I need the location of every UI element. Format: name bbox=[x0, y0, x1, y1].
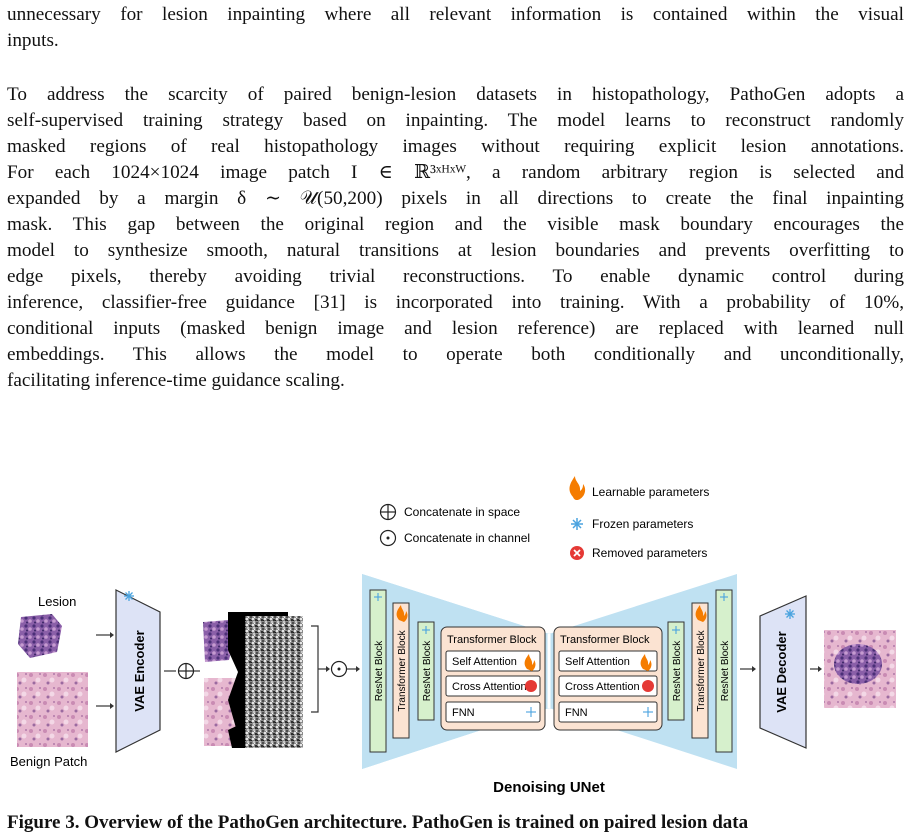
snowflake-icon bbox=[422, 626, 430, 634]
benign-patch-label: Benign Patch bbox=[10, 754, 87, 769]
removed-icon bbox=[642, 680, 654, 692]
fnn-label: FNN bbox=[565, 707, 588, 719]
snowflake-icon bbox=[672, 626, 680, 634]
vae-decoder-label: VAE Decoder bbox=[774, 631, 789, 712]
concat-channel-icon bbox=[330, 660, 348, 678]
removed-icon bbox=[525, 680, 537, 692]
text-line: mask. This gap between the original regi… bbox=[7, 214, 904, 235]
figure-caption: Figure 3. Overview of the PathoGen archi… bbox=[7, 812, 749, 832]
transformer-block: Transformer Block bbox=[392, 602, 410, 739]
text-line: facilitating inference-time guidance sca… bbox=[7, 370, 345, 391]
fnn-label: FNN bbox=[452, 707, 475, 719]
legend-concat-channel: Concatenate in channel bbox=[404, 531, 530, 545]
snowflake-icon bbox=[124, 591, 134, 601]
self-attention-label: Self Attention bbox=[565, 656, 630, 668]
self-attention-label: Self Attention bbox=[452, 656, 517, 668]
flame-icon bbox=[695, 605, 707, 622]
snowflake-icon bbox=[374, 593, 382, 601]
legend-frozen: Frozen parameters bbox=[592, 517, 693, 531]
svg-text:ResNet Block: ResNet Block bbox=[720, 640, 731, 702]
lesion-image bbox=[18, 614, 62, 658]
cross-attention-label: Cross Attention bbox=[452, 681, 527, 693]
text-line: unnecessary for lesion inpainting where … bbox=[7, 4, 904, 25]
lesion-latent bbox=[203, 620, 234, 662]
text-line: inputs. bbox=[7, 30, 59, 51]
paragraph-2: To address the scarcity of paired benign… bbox=[7, 82, 904, 394]
text-line: edge pixels, thereby avoiding trivial re… bbox=[7, 266, 904, 287]
svg-text:ResNet Block: ResNet Block bbox=[374, 640, 385, 702]
snowflake-icon bbox=[785, 609, 795, 619]
unet-title: Denoising UNet bbox=[493, 779, 605, 796]
transformer-block-detail-right: Transformer Block Self Attention Cross A… bbox=[553, 626, 663, 731]
vae-encoder-label: VAE Encoder bbox=[132, 630, 147, 711]
text-line: conditional inputs (masked benign image … bbox=[7, 318, 904, 339]
text-line: self-supervised training strategy based … bbox=[7, 110, 904, 131]
flame-icon bbox=[524, 654, 536, 671]
svg-text:Transformer Block: Transformer Block bbox=[696, 629, 707, 711]
flame-icon bbox=[569, 476, 586, 501]
text-line: To address the scarcity of paired benign… bbox=[7, 84, 904, 105]
resnet-block: ResNet Block bbox=[667, 621, 685, 721]
legend-removed: Removed parameters bbox=[592, 546, 707, 560]
noise-image bbox=[245, 616, 303, 748]
resnet-block: ResNet Block bbox=[417, 621, 435, 721]
text-line: embeddings. This allows the model to ope… bbox=[7, 344, 904, 365]
vae-encoder: VAE Encoder bbox=[115, 589, 161, 753]
text-line: For each 1024×1024 image patch I ∈ ℝ³ˣᴴˣ… bbox=[7, 162, 904, 183]
resnet-block: ResNet Block bbox=[715, 589, 733, 753]
transformer-block-detail-left: Transformer Block Self Attention Cross A… bbox=[440, 626, 546, 731]
paragraph-1: unnecessary for lesion inpainting where … bbox=[7, 2, 904, 54]
resnet-block: ResNet Block bbox=[369, 589, 387, 753]
transformer-block: Transformer Block bbox=[691, 602, 709, 739]
svg-text:ResNet Block: ResNet Block bbox=[422, 640, 433, 702]
flame-icon bbox=[396, 605, 408, 622]
output-image bbox=[824, 630, 896, 708]
text-line: inference, classifier-free guidance [31]… bbox=[7, 292, 904, 313]
cross-attention-label: Cross Attention bbox=[565, 681, 640, 693]
svg-text:Transformer Block: Transformer Block bbox=[397, 629, 408, 711]
transformer-title: Transformer Block bbox=[560, 634, 650, 646]
snowflake-icon bbox=[720, 593, 728, 601]
removed-icon bbox=[570, 546, 584, 560]
flame-icon bbox=[640, 654, 652, 671]
transformer-title: Transformer Block bbox=[447, 634, 537, 646]
benign-patch-image bbox=[17, 672, 88, 747]
vae-decoder: VAE Decoder bbox=[759, 595, 807, 749]
concat-space-icon bbox=[177, 662, 195, 680]
text-line: expanded by a margin δ ∼ 𝒰(50,200) pixel… bbox=[7, 188, 904, 209]
legend: Concatenate in space Concatenate in chan… bbox=[379, 476, 709, 560]
svg-text:ResNet Block: ResNet Block bbox=[672, 640, 683, 702]
lesion-label: Lesion bbox=[38, 594, 76, 609]
text-line: model to synthesize smooth, natural tran… bbox=[7, 240, 904, 261]
snowflake-icon bbox=[526, 707, 536, 717]
text-line: masked regions of real histopathology im… bbox=[7, 136, 904, 157]
concat-space-icon bbox=[379, 503, 397, 521]
legend-learnable: Learnable parameters bbox=[592, 485, 709, 499]
legend-concat-space: Concatenate in space bbox=[404, 505, 520, 519]
concat-channel-icon bbox=[379, 529, 397, 547]
snowflake-icon bbox=[571, 518, 583, 530]
snowflake-icon bbox=[643, 707, 653, 717]
architecture-figure: Concatenate in space Concatenate in chan… bbox=[10, 476, 896, 796]
